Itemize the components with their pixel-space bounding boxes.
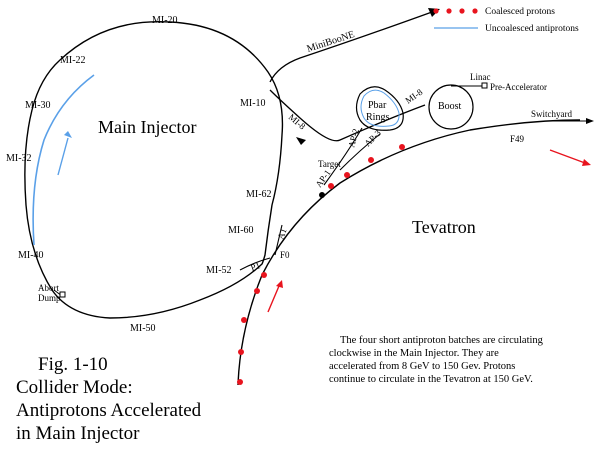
antiproton-beam-segment	[32, 74, 95, 246]
miniboone-line	[269, 11, 433, 83]
tevatron-label: Tevatron	[412, 217, 476, 237]
a1-label: A1	[275, 227, 288, 241]
caption-line: Antiprotons Accelerated	[16, 400, 202, 421]
abort-label-line2: Dump	[38, 293, 61, 303]
note-line: accelerated from 8 GeV to 150 Gev. Proto…	[329, 361, 515, 372]
target-label: Target	[318, 159, 341, 169]
legend-dot	[433, 8, 439, 14]
legend-dots	[433, 8, 478, 14]
proton-dot	[328, 183, 334, 189]
mi62-label: MI-62	[246, 189, 272, 200]
caption-line: Collider Mode:	[16, 377, 133, 398]
legend-label-protons: Coalesced protons	[485, 7, 555, 17]
mi8-label: MI-8	[403, 87, 424, 106]
pbar-rings-inner	[360, 89, 400, 127]
proton-dot	[237, 379, 243, 385]
pbar-label-line2: Rings	[366, 112, 389, 123]
proton-arrow-left	[267, 285, 280, 313]
caption-line: Fig. 1-10	[38, 354, 108, 375]
ap2-label: AP-2	[346, 128, 361, 149]
booster-ring	[428, 84, 474, 130]
legend-label-antiprotons: Uncoalesced antiprotons	[485, 24, 579, 34]
booster-label: Boost	[438, 101, 462, 112]
pre-accelerator-label: Pre-Accelerator	[490, 82, 547, 92]
pbar-label-line1: Pbar	[368, 100, 387, 111]
pre-accelerator-box	[481, 82, 488, 89]
legend-dot	[446, 8, 452, 14]
abort-label-line1: Abort	[38, 283, 59, 293]
miniboone-label: MiniBooNE	[306, 29, 356, 55]
a1-line	[274, 224, 283, 256]
pbar-rings-outer	[355, 86, 404, 131]
legend: Coalesced protons Uncoalesced antiproton…	[433, 7, 579, 34]
proton-arrow-left-head	[276, 280, 283, 288]
mi40-label: MI-40	[18, 250, 44, 261]
proton-dot	[254, 288, 260, 294]
mi52-label: MI-52	[206, 265, 232, 276]
antiproton-direction-arrow	[57, 137, 69, 176]
figure-caption: Fig. 1-10 Collider Mode: Antiprotons Acc…	[16, 354, 202, 444]
mi10-label: MI-10	[240, 98, 266, 109]
proton-dots	[237, 144, 405, 385]
mi50-label: MI-50	[130, 323, 156, 334]
mi32-label: MI-32	[6, 153, 32, 164]
main-injector-label: Main Injector	[98, 117, 196, 137]
proton-dot	[238, 349, 244, 355]
ap-lines	[323, 127, 381, 186]
mi30-label: MI-30	[25, 100, 51, 111]
note-line: The four short antiproton batches are ci…	[340, 335, 544, 346]
caption-line: in Main Injector	[16, 423, 140, 444]
mi20-label: MI-20	[152, 15, 178, 26]
abort-dump-box	[59, 291, 66, 298]
legend-dot	[459, 8, 465, 14]
proton-dot	[368, 157, 374, 163]
legend-dot	[472, 8, 478, 14]
proton-dot	[344, 172, 350, 178]
target-dot	[319, 192, 325, 198]
f0-label: F0	[280, 250, 290, 260]
mi-line-label: MI-8	[287, 112, 308, 132]
switchyard-label: Switchyard	[531, 109, 572, 119]
note-line: clockwise in the Main Injector. They are	[329, 348, 499, 359]
proton-dot	[399, 144, 405, 150]
mi60-label: MI-60	[228, 225, 254, 236]
p1-label: P1	[249, 260, 261, 273]
proton-arrow-right	[549, 149, 586, 164]
main-injector-ring	[24, 20, 284, 319]
mi8-line	[269, 89, 426, 142]
mi8-arrow-head	[296, 137, 306, 145]
switchyard-arrow-head	[586, 118, 594, 124]
linac-label: Linac	[470, 72, 491, 82]
p1-line	[239, 257, 271, 271]
mi22-label: MI-22	[60, 55, 86, 66]
note-line: continue to circulate in the Tevatron at…	[329, 374, 533, 385]
proton-dot	[261, 272, 267, 278]
tevatron-ring	[237, 119, 581, 386]
antiproton-arrow-head	[64, 131, 72, 138]
proton-arrow-right-head	[582, 159, 591, 166]
proton-dot	[241, 317, 247, 323]
explanation-note: The four short antiproton batches are ci…	[329, 335, 544, 385]
f49-label: F49	[510, 134, 525, 144]
